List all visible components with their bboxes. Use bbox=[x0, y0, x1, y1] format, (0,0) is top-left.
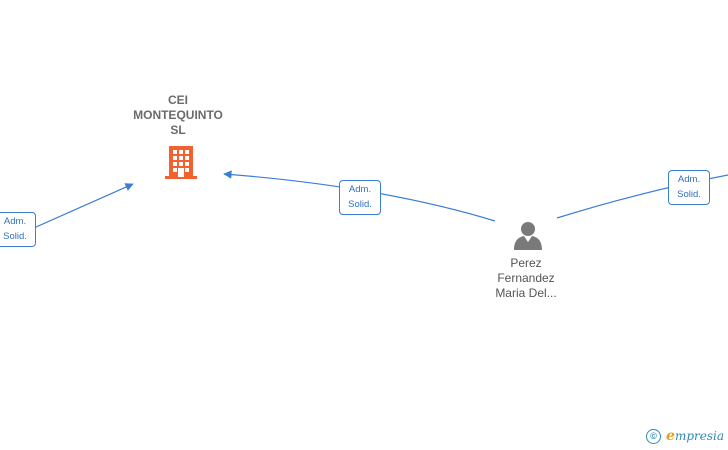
brand-first-letter: e bbox=[666, 428, 675, 444]
edge-label-type: Solid. bbox=[677, 189, 701, 200]
edge-label-middle[interactable]: Adm. Solid. bbox=[339, 180, 381, 215]
person-icon[interactable] bbox=[514, 222, 542, 250]
brand-name-rest: mpresia bbox=[674, 429, 724, 443]
footer-credit: © empresia bbox=[646, 428, 724, 444]
person-node-label[interactable]: Perez Fernandez Maria Del... bbox=[476, 256, 576, 301]
copyright-icon: © bbox=[646, 428, 662, 444]
company-name-line: SL bbox=[170, 123, 186, 137]
building-icon[interactable] bbox=[165, 146, 197, 179]
company-name-line: CEI bbox=[167, 93, 188, 107]
company-node-label[interactable]: CEI MONTEQUINTO SL bbox=[118, 93, 238, 138]
edge-label-left[interactable]: Adm. Solid. bbox=[0, 212, 36, 247]
edge-label-type: Solid. bbox=[3, 231, 27, 242]
edge-label-role: Adm. bbox=[348, 184, 372, 195]
company-name-line: MONTEQUINTO bbox=[133, 108, 223, 122]
edge-label-type: Solid. bbox=[348, 199, 372, 210]
person-name-line: Fernandez bbox=[497, 271, 555, 285]
edge-label-role: Adm. bbox=[677, 174, 701, 185]
edge-label-role: Adm. bbox=[3, 216, 27, 227]
brand-logo[interactable]: empresia bbox=[666, 428, 724, 444]
edge-label-right[interactable]: Adm. Solid. bbox=[668, 170, 710, 205]
person-name-line: Perez bbox=[510, 256, 542, 270]
person-name-line: Maria Del... bbox=[495, 286, 557, 300]
